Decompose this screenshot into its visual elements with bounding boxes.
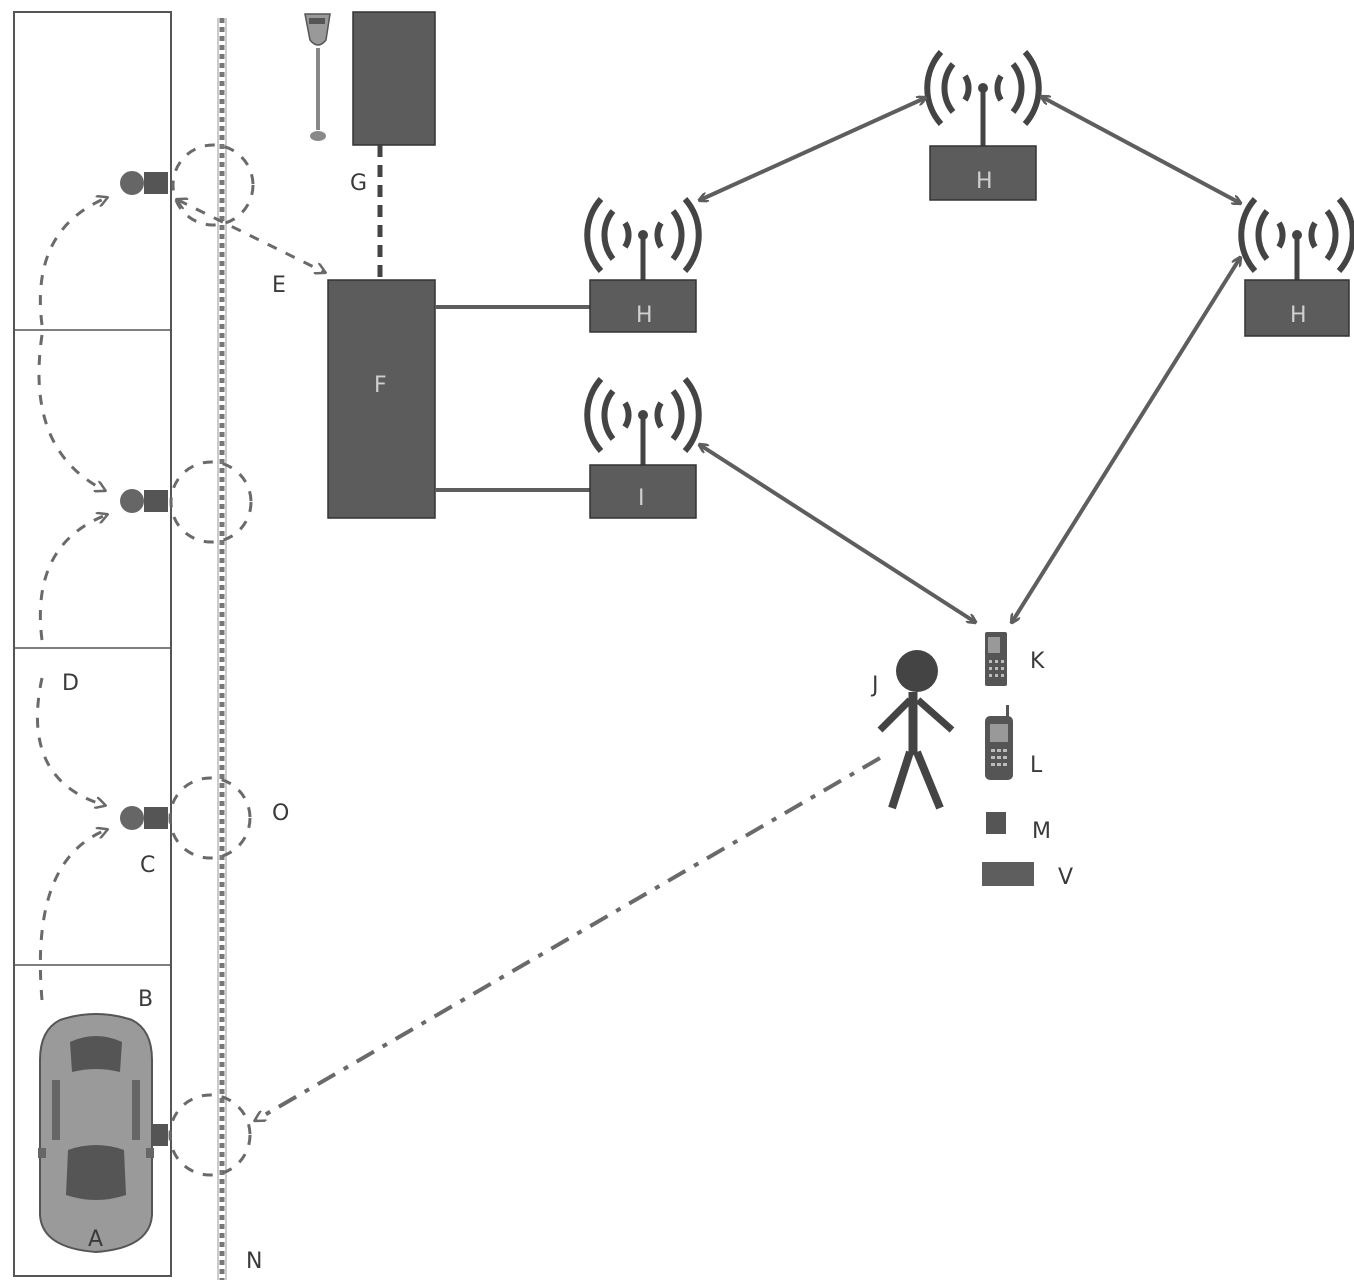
sensor-hop-arrows [35,198,106,1001]
detection-zones [168,143,255,1177]
label-g: G [350,171,367,196]
label-c: C [140,853,155,878]
label-k: K [1030,649,1045,674]
label-l: L [1030,753,1043,778]
gateway-box [327,279,436,519]
label-h2: H [976,169,993,194]
antenna-icon [924,50,1042,146]
label-f: F [374,373,387,398]
person-to-car-link [256,756,882,1120]
car-icon [38,1013,154,1254]
antenna-icon [1238,197,1354,280]
parking-meter-icon [304,13,331,141]
network-arrows [700,97,1240,622]
label-a: A [88,1227,103,1252]
device-v [982,862,1034,886]
sensor-icon [120,489,168,513]
station-box-h2 [929,145,1037,201]
label-j: J [870,673,879,698]
curb-line [217,18,227,1280]
mobile-phone-icon [985,705,1013,780]
label-h3: H [1290,303,1307,328]
sensor-icon [120,171,168,195]
label-i: I [638,486,645,511]
label-h1: H [636,303,653,328]
label-d: D [62,671,79,696]
station-box-h3 [1244,279,1350,337]
person-icon [877,650,955,810]
label-e: E [272,273,286,298]
meter-box [352,11,436,146]
label-n: N [246,1249,262,1274]
label-o: O [272,801,289,826]
parking-lane [13,11,172,1277]
station-box-i [589,464,697,519]
label-m: M [1032,819,1051,844]
antenna-icon [584,377,702,465]
antenna-icon [584,197,702,280]
sensor-icon [120,806,168,830]
station-box-h1 [589,279,697,333]
label-b: B [138,987,153,1012]
phone-icon [985,632,1007,686]
label-v: V [1058,865,1073,890]
device-m [986,812,1006,834]
sensor-to-gateway-arrow [178,200,324,272]
